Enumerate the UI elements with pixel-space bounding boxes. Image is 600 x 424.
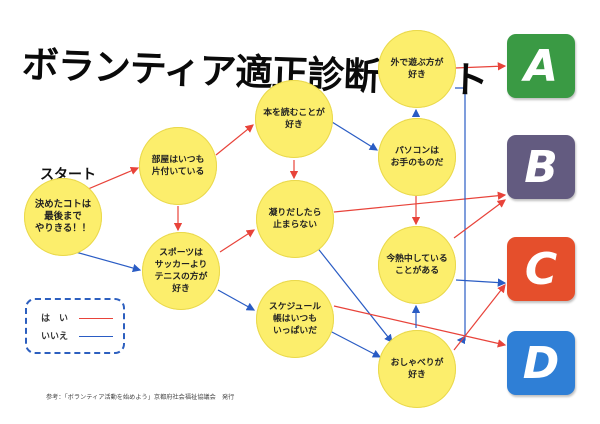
node-play-outside: 外で遊ぶ方が 好き [378,30,456,108]
arrow-outside-to-chatting [455,87,466,345]
node-schedule-full: スケジュール 帳はいつも いっぱいだ [256,280,334,358]
node-finish-things-text: 決めたコトは 最後まで やりきる！！ [34,199,92,234]
arrow-cantstop-to-chatting [315,245,393,343]
result-a-letter: A [523,40,559,92]
legend-no-line [79,336,113,337]
arrow-room-to-reading [215,124,254,156]
arrow-outside-to-a [454,62,507,71]
node-like-reading: 本を読むことが 好き [255,80,333,158]
result-d: D [507,331,575,395]
node-finish-things: 決めたコトは 最後まで やりきる！！ [24,178,102,256]
arrow-currently-to-c [455,278,507,287]
legend-no-label: いいえ [41,332,69,342]
result-b: B [507,135,575,199]
node-like-reading-text: 本を読むことが 好き [263,108,325,130]
arrow-sports-to-schedule [217,289,256,311]
node-cant-stop-text: 凝りだしたら 止まらない [268,208,322,230]
node-play-outside-text: 外で遊ぶ方が 好き [390,58,444,80]
result-c: C [507,237,575,301]
arrow-start-to-sports [71,250,142,273]
arrow-schedule-to-chatting [327,329,382,358]
result-d-letter: D [522,337,560,389]
arrow-schedule-to-d [333,305,507,348]
node-tennis-over-soccer-text: スポーツは サッカーより テニスの方が 好き [154,248,208,294]
node-currently-into-text: 今熱中している ことがある [386,254,448,276]
arrow-chatting-to-c [453,284,506,351]
node-schedule-full-text: スケジュール 帳はいつも いっぱいだ [268,302,322,336]
result-b-letter: B [524,141,558,193]
node-room-tidy-text: 部屋はいつも 片付いている [151,155,205,177]
node-pc-skilled-text: パソコンは お手のものだ [390,146,444,168]
arrow-sports-to-cantstop [219,229,256,253]
node-tennis-over-soccer: スポーツは サッカーより テニスの方が 好き [142,232,220,310]
legend-yes-line [79,318,113,319]
result-c-letter: C [524,243,558,295]
result-a: A [507,34,575,98]
arrow-cantstop-to-b [333,191,507,213]
node-room-tidy: 部屋はいつも 片付いている [139,127,217,205]
arrow-currently-to-b [453,199,506,239]
legend-yes-label: は い [41,314,69,324]
node-cant-stop: 凝りだしたら 止まらない [256,180,334,258]
node-like-chatting-text: おしゃべりが 好き [390,358,444,380]
arrow-reading-to-pc [331,121,379,151]
legend-box: は い いいえ [25,298,125,354]
node-like-chatting: おしゃべりが 好き [378,330,456,408]
footer-reference: 参考：「ボランティア活動を始めよう」京都府社会福祉協議会 発行 [46,394,235,401]
node-pc-skilled: パソコンは お手のものだ [378,118,456,196]
node-currently-into: 今熱中している ことがある [378,226,456,304]
